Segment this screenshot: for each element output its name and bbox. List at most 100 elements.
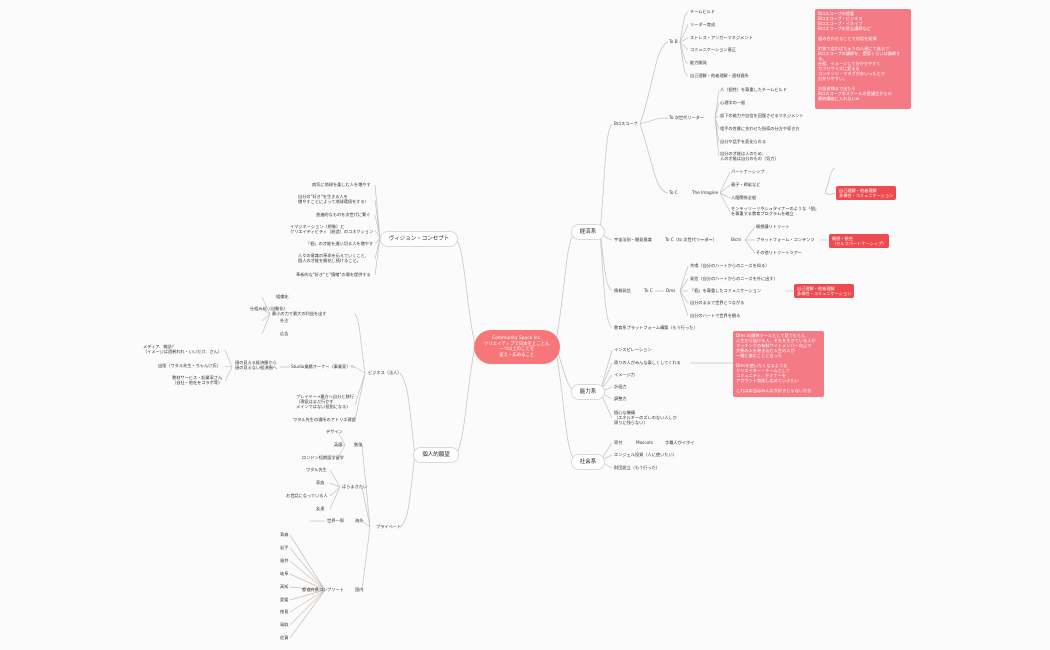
node-business[interactable]: ビジネス（法人） xyxy=(368,370,402,375)
overseas-item[interactable]: 世界一周 xyxy=(327,518,344,523)
society-item[interactable]: Mascots xyxy=(636,440,654,445)
node-jouhou[interactable]: 情報発信 xyxy=(614,288,631,293)
thanks-item[interactable]: ワタル先生 xyxy=(306,467,327,472)
pref-item[interactable]: 福井 xyxy=(280,558,289,563)
node-to-c[interactable]: To C xyxy=(669,190,678,195)
study-item[interactable]: ロンドン短期語学留学 xyxy=(302,455,344,460)
imagine-item[interactable]: 親子・師弟など xyxy=(731,182,761,187)
next-leader-item[interactable]: 部下の能力や自信を回復させるマネジメント xyxy=(720,113,804,118)
imagine-note: 自己理解・他者理解 多様性・コミュニケーション xyxy=(836,186,897,200)
to-b-item[interactable]: リーダー育成 xyxy=(690,22,716,27)
imagine-item[interactable]: パートナーシップ xyxy=(731,169,765,174)
vision-item[interactable]: 「個」の才能を違い切る人を増やす xyxy=(306,241,374,246)
next-leader-item[interactable]: 相手の性質に合わせた指導の仕方や導き方 xyxy=(720,126,800,131)
ability-item[interactable]: 個心な機構 （エネルギーのズレのない人しか 周りに残らない） xyxy=(614,410,677,425)
next-leader-item[interactable]: 自分や話手を変化られる xyxy=(720,139,767,144)
dms-note: 自己理解・他者理解 多様性・コミュニケーション xyxy=(794,284,855,298)
branch-vision[interactable]: ヴィジョン・コンセプト xyxy=(380,231,458,247)
pref-item[interactable]: 岐阜 xyxy=(280,571,289,576)
dms-item[interactable]: 自分のハートで世界を観る xyxy=(690,313,741,318)
biz-b-sub2[interactable]: 教材サービス・起業家さん （自社・他社をコラボ等） xyxy=(172,375,223,385)
society-item[interactable]: 寄付 xyxy=(614,440,623,445)
society-item[interactable]: 字幕人がイホイ xyxy=(665,440,695,445)
pref-item[interactable]: 愛媛 xyxy=(280,597,289,602)
branch-ability[interactable]: 能力系 xyxy=(571,384,605,400)
biz-a-item[interactable]: 組織化 xyxy=(276,294,289,299)
society-item[interactable]: 財団設立（もう行った） xyxy=(614,465,660,470)
ability-item[interactable]: 計画力 xyxy=(614,384,627,389)
imagine-item[interactable]: モンテッソーリやシュタイナーのような「個」 を尊重する教育プログラムを確立 xyxy=(731,206,819,216)
ability-item[interactable]: インスピレーション xyxy=(614,347,652,352)
node-private[interactable]: プライベート xyxy=(376,524,402,529)
thanks-item[interactable]: 友達 xyxy=(316,506,325,511)
node-imagine[interactable]: The Imagine xyxy=(692,190,719,195)
pref-item[interactable]: 徳島 xyxy=(280,609,289,614)
dms-item[interactable]: 発信（自分のハートからのニーズを外に出す） xyxy=(690,276,778,281)
study-item[interactable]: デザイン xyxy=(326,429,343,434)
biz-d[interactable]: ワタル先生の場所のアトリエ建設 xyxy=(293,417,356,422)
to-b-item[interactable]: ストレス・アンガーマネジメント xyxy=(690,35,753,40)
branch-personal[interactable]: 個人的願望 xyxy=(413,447,459,463)
node-platform[interactable]: 教育系プラットフォーム構築（もう行った） xyxy=(614,325,698,330)
society-item[interactable]: エンジェル投資（人に使いたい） xyxy=(614,452,677,457)
node-scope[interactable]: Bロスコープ xyxy=(614,121,638,126)
node-dms[interactable]: Dms xyxy=(666,288,676,293)
vision-item[interactable]: イマジネーション（想像）と クリエイティビティ（創造）のコネクション xyxy=(290,224,374,234)
dms-item[interactable]: 「個」を尊重したコミュニケーション xyxy=(690,288,762,293)
pref-item[interactable]: 青森 xyxy=(280,532,289,537)
vision-item[interactable]: 自分の"好き"を生きる人を 増やすことによって地球環境をする！ xyxy=(298,194,369,204)
branch-economy[interactable]: 経済系 xyxy=(571,224,605,240)
branch-society[interactable]: 社会系 xyxy=(571,454,605,470)
biz-b-item[interactable]: 顔の見える経済圏から 顔の見えない経済圏へ xyxy=(235,360,277,370)
node-domestic[interactable]: 国内 xyxy=(355,587,364,592)
bichi-item[interactable]: プラットフォーム・コンテンツ xyxy=(756,237,815,242)
biz-a[interactable]: 最小の力で最大の利益を出す xyxy=(272,311,327,316)
node-next-leader[interactable]: To 次世代リーダー xyxy=(669,115,705,120)
to-b-note: Bロスコープの提要 Bロスコープ・ビジネス Bロスコープ・イネイブ Bロスコープ… xyxy=(815,9,911,109)
node-thanks[interactable]: ばらまきたい xyxy=(342,484,368,489)
bichi-note: 瞑想・統合 （セルフパートナーシップ） xyxy=(829,234,890,248)
biz-b-sub1[interactable]: 出版（ワタル先生・ちゃんけ氏） xyxy=(158,363,221,368)
pref-item[interactable]: 鳥取 xyxy=(280,622,289,627)
to-b-item[interactable]: チームビルド xyxy=(690,9,715,14)
next-leader-item[interactable]: 心理学の一般 xyxy=(720,100,746,105)
to-b-item[interactable]: 自己理解・他者理解・適材適所 xyxy=(690,73,749,78)
biz-a-item[interactable]: 仕組み化（自動化） xyxy=(250,306,288,311)
biz-c[interactable]: プレイヤー→裏方へ自分と移行 （現役はまだ行かず メインではない役割になる） xyxy=(296,394,354,409)
biz-b[interactable]: Studio業績オーナー（事業家）へ xyxy=(291,364,355,369)
next-leader-item[interactable]: 自分の才能は人のため、 人の才能は自分のもの（気力） xyxy=(720,151,779,161)
root-node[interactable]: Community Space Inc. クリエイティブで日本をとことん 一つ以… xyxy=(474,330,560,365)
vision-item[interactable]: 普遍的なものを次世代に繋ぐ xyxy=(316,212,371,217)
biz-b-sub1b[interactable]: メディア、雑誌？ （イメージは過剰われ・いいだけ、さん） xyxy=(143,344,223,354)
pref-item[interactable]: 高知 xyxy=(280,584,289,589)
node-bichi[interactable]: Bichi xyxy=(731,237,742,242)
biz-a-item[interactable]: 広告 xyxy=(280,331,289,336)
vision-item[interactable]: 革新的な"好き"と"情緒"の場を提供する xyxy=(296,272,371,277)
node-study[interactable]: 勉強 xyxy=(354,442,363,447)
dms-item[interactable]: 共鳴（自分のハートからのニーズを知る） xyxy=(690,263,770,268)
ability-item[interactable]: 調整力 xyxy=(614,396,627,401)
bichi-item[interactable]: その他リトリートツアー xyxy=(756,250,802,255)
biz-a-item[interactable]: 外注 xyxy=(280,318,289,323)
next-leader-item[interactable]: 人（個性）を尊重したチームビルド xyxy=(720,87,787,92)
to-b-item[interactable]: コミュニケーション意正 xyxy=(690,47,736,52)
dms-item[interactable]: 自分のままで世界とつながる xyxy=(690,300,745,305)
node-to-c2[interactable]: To C xyxy=(644,288,653,293)
node-todofuken[interactable]: 都道府県コンプリート xyxy=(302,587,344,592)
thanks-item[interactable]: お世話になっている人 xyxy=(286,493,328,498)
ability-item[interactable]: イメージ力 xyxy=(614,372,635,377)
node-overseas[interactable]: 海外 xyxy=(355,518,364,523)
vision-item[interactable]: 病気に地球を楽しむ人を増やす xyxy=(312,182,371,187)
node-uchu[interactable]: 宇宙法則・開発意識 xyxy=(614,237,652,242)
pref-item[interactable]: 岩手 xyxy=(280,545,289,550)
pref-item[interactable]: 佐賀 xyxy=(280,635,289,640)
study-item[interactable]: 英語 xyxy=(334,442,343,447)
vision-item[interactable]: 人々の意識の革命を伝えていくこと、 個人の才能を開花し続けること。 xyxy=(298,253,369,263)
thanks-item[interactable]: 家族 xyxy=(316,480,325,485)
bichi-item[interactable]: 瞑想講リトリート xyxy=(756,224,790,229)
ability-item[interactable]: 周りの人がみんな楽しくしてくれる xyxy=(614,360,681,365)
node-to-c-next[interactable]: To C（to 次世代リーダー） xyxy=(665,237,717,242)
imagine-item[interactable]: 人間関係全般 xyxy=(731,195,757,200)
node-to-b[interactable]: To B xyxy=(669,39,678,44)
to-b-item[interactable]: 能力開発 xyxy=(690,60,707,65)
